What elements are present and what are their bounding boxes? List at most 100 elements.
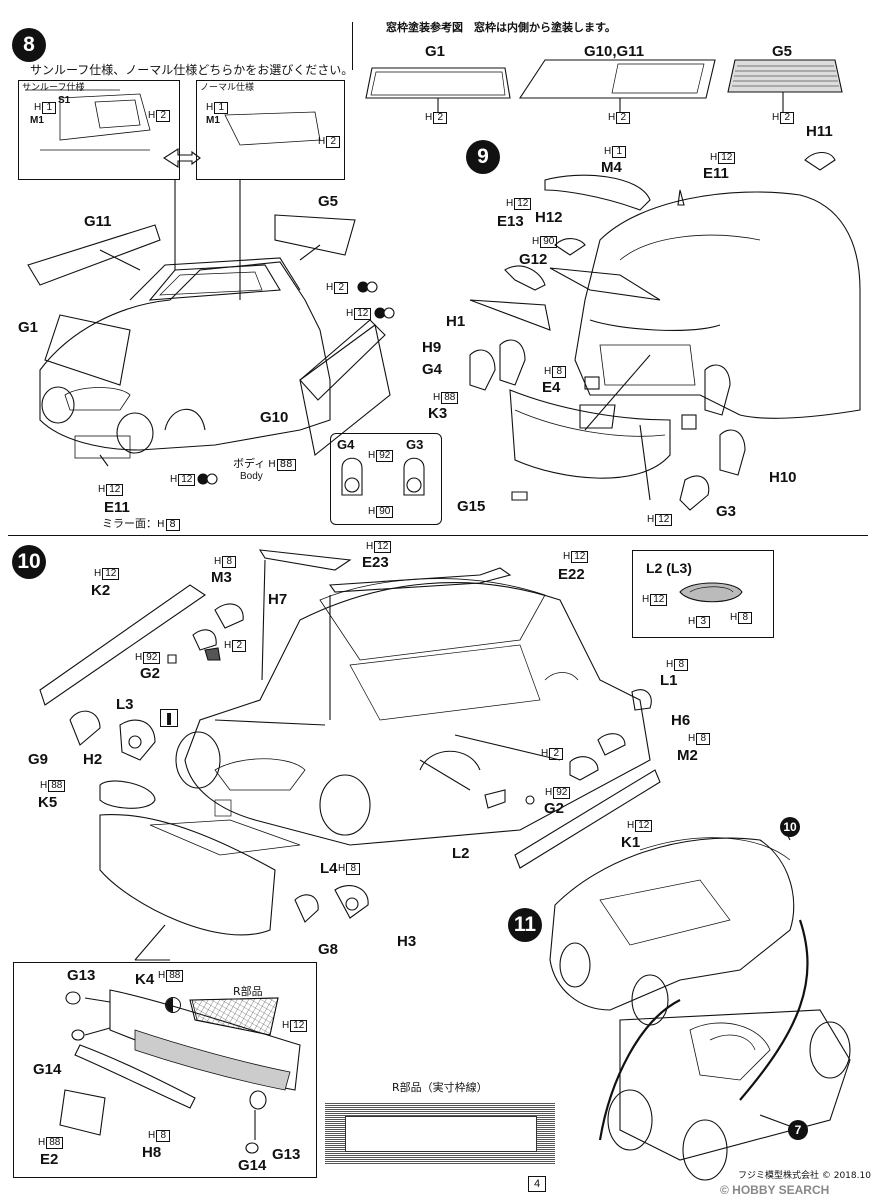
step-11-badge: 11 xyxy=(508,908,542,942)
label-g1-step8: G1 xyxy=(18,319,39,336)
label-h9: H9 xyxy=(422,339,442,356)
label-e13: E13 xyxy=(497,213,524,230)
window-paint-title: 窓枠塗装参考図 窓枠は内側から塗装します。 xyxy=(386,21,616,34)
paint-circle-icon xyxy=(165,997,181,1013)
inset-label-g4: G4 xyxy=(337,437,355,452)
r-parts-mesh xyxy=(191,997,279,1036)
label-g10: G10 xyxy=(260,409,289,426)
label-h10: H10 xyxy=(769,469,797,486)
label-h1-step9: H1 xyxy=(446,313,466,330)
part-g9-drawing xyxy=(69,710,101,746)
label-g10-g11: G10,G11 xyxy=(584,43,645,60)
part-l2-drawing xyxy=(484,789,506,809)
part-h1-drawing xyxy=(469,299,551,331)
step-8-badge: 8 xyxy=(12,28,46,62)
part-l1-drawing xyxy=(631,689,652,711)
part-front-bumper-drawing xyxy=(99,813,276,936)
label-g13a: G13 xyxy=(67,967,96,984)
label-m2: M2 xyxy=(677,747,698,764)
label-g14a: G14 xyxy=(33,1061,62,1078)
label-g8: G8 xyxy=(318,941,339,958)
glue-icon: ❚ xyxy=(160,709,178,727)
part-h10-drawing xyxy=(719,429,746,476)
normal-option-box xyxy=(196,80,345,180)
l2-l3-inset-box xyxy=(632,550,774,638)
label-m3: M3 xyxy=(211,569,232,586)
label-g13b: G13 xyxy=(272,1146,301,1163)
label-l3: L3 xyxy=(116,696,134,713)
part-g13b-drawing xyxy=(249,1090,267,1110)
label-h7: H7 xyxy=(268,591,288,608)
sunroof-label-s1: S1 xyxy=(58,95,71,106)
step-7-reference-badge: 7 xyxy=(788,1120,808,1140)
part-h8-drawing xyxy=(74,1044,196,1109)
r-parts-box-title: R部品（実寸枠線） xyxy=(392,1081,488,1094)
part-e22-drawing xyxy=(328,567,512,593)
sunroof-option-box xyxy=(18,80,180,180)
part-g8-drawing xyxy=(294,894,319,923)
header-divider xyxy=(352,22,353,70)
label-g2a: G2 xyxy=(140,665,161,682)
part-m3-drawing xyxy=(214,603,244,629)
part-g14b-drawing xyxy=(245,1142,259,1154)
step-10-reference-badge: 10 xyxy=(780,817,800,837)
label-g5: G5 xyxy=(772,43,793,60)
glass-g5-drawing xyxy=(274,214,356,256)
label-g5-step8: G5 xyxy=(318,193,339,210)
step-9-badge: 9 xyxy=(466,140,500,174)
label-k5: K5 xyxy=(38,794,58,811)
g4-g3-inset-box xyxy=(330,433,442,525)
label-h6: H6 xyxy=(671,712,691,729)
label-e2: E2 xyxy=(40,1151,59,1168)
label-g2b: G2 xyxy=(544,800,565,817)
window-g10-g11-drawing xyxy=(518,59,716,99)
label-k4: K4 xyxy=(135,971,155,988)
label-k3: K3 xyxy=(428,405,448,422)
label-g15: G15 xyxy=(457,498,486,515)
part-e13-drawing xyxy=(504,265,546,291)
page-number: 4 xyxy=(528,1176,546,1192)
label-g12: G12 xyxy=(519,251,548,268)
inset-label-g3: G3 xyxy=(406,437,424,452)
step8-instruction: サンルーフ仕様、ノーマル仕様どちらかをお選びください。 xyxy=(30,63,354,77)
part-g3-drawing xyxy=(679,475,710,511)
label-g11: G11 xyxy=(84,213,112,230)
part-h11-drawing xyxy=(804,151,836,171)
step9-car-body xyxy=(574,191,861,419)
body-label-en: Body xyxy=(240,471,263,482)
part-e23-drawing xyxy=(258,549,352,571)
part-e2-drawing xyxy=(59,1089,106,1136)
label-k1: K1 xyxy=(621,834,641,851)
label-e22: E22 xyxy=(558,566,585,583)
part-h3-drawing xyxy=(334,885,369,919)
r-parts-frame-inner xyxy=(345,1116,537,1152)
